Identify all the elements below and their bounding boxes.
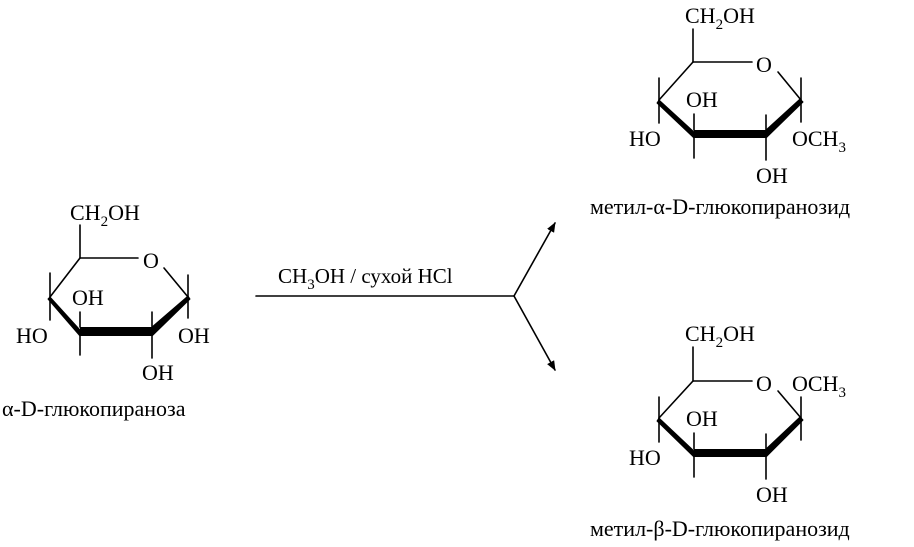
product-alpha-glucoside: CH2OH O HO OH OH OCH3 метил-α-D-глюкопир… bbox=[590, 3, 850, 219]
reactant-alpha-glucopyranose: CH2OH O HO OH OH OH α-D-глюкопираноза bbox=[2, 200, 210, 421]
reaction-arrow: CH3OH / сухой HCl bbox=[255, 222, 556, 371]
alpha-ch2oh-label: CH2OH bbox=[685, 3, 755, 33]
alpha-och3: OCH3 bbox=[792, 126, 846, 156]
beta-wedge-c2-c1 bbox=[765, 416, 804, 458]
reactant-bold-bond-c3-c2 bbox=[80, 327, 152, 336]
beta-caption: метил-β-D-глюкопиранозид bbox=[590, 516, 850, 541]
reactant-oh-c1: OH bbox=[178, 323, 210, 348]
reactant-ring-bond-o-c1 bbox=[163, 267, 189, 298]
beta-bold-bond-c3-c2 bbox=[694, 449, 766, 457]
reactant-oh-c2: OH bbox=[72, 285, 104, 310]
alpha-wedge-c2-c1 bbox=[765, 98, 804, 139]
product-beta-glucoside: CH2OH O HO OH OH OCH3 метил-β-D-глюкопир… bbox=[590, 321, 850, 541]
reactant-caption: α-D-глюкопираноза bbox=[2, 396, 186, 421]
alpha-ring-bond-o-c1 bbox=[777, 71, 802, 101]
beta-ch2oh-label: CH2OH bbox=[685, 321, 755, 351]
reactant-ring-oxygen: O bbox=[143, 248, 159, 273]
alpha-ho-c4: HO bbox=[629, 126, 661, 151]
reactant-ring-bond-c5-c4 bbox=[49, 257, 81, 298]
alpha-bold-bond-c3-c2 bbox=[694, 130, 766, 138]
beta-oh-c2: OH bbox=[686, 406, 718, 431]
reagent-label: CH3OH / сухой HCl bbox=[278, 264, 453, 293]
beta-oh-c3: OH bbox=[756, 482, 788, 507]
reactant-oh-c3: OH bbox=[142, 360, 174, 385]
beta-ho-c4: HO bbox=[629, 445, 661, 470]
reactant-ch2oh-label: CH2OH bbox=[70, 200, 140, 230]
reaction-arrow-branch-up bbox=[513, 222, 556, 297]
alpha-caption: метил-α-D-глюкопиранозид bbox=[590, 194, 850, 219]
alpha-oh-c2: OH bbox=[686, 87, 718, 112]
alpha-oh-c3: OH bbox=[756, 163, 788, 188]
beta-ring-oxygen: O bbox=[756, 371, 772, 396]
beta-och3: OCH3 bbox=[792, 371, 846, 401]
reaction-arrow-branch-down bbox=[513, 295, 556, 371]
reactant-wedge-c2-c1 bbox=[151, 295, 191, 337]
beta-ring-bond-c5-c4 bbox=[658, 380, 694, 419]
alpha-ring-bond-c5-c4 bbox=[658, 61, 694, 101]
beta-ring-bond-o-c1 bbox=[777, 390, 802, 419]
alpha-ring-oxygen: O bbox=[756, 52, 772, 77]
reactant-ho-c4: HO bbox=[16, 323, 48, 348]
